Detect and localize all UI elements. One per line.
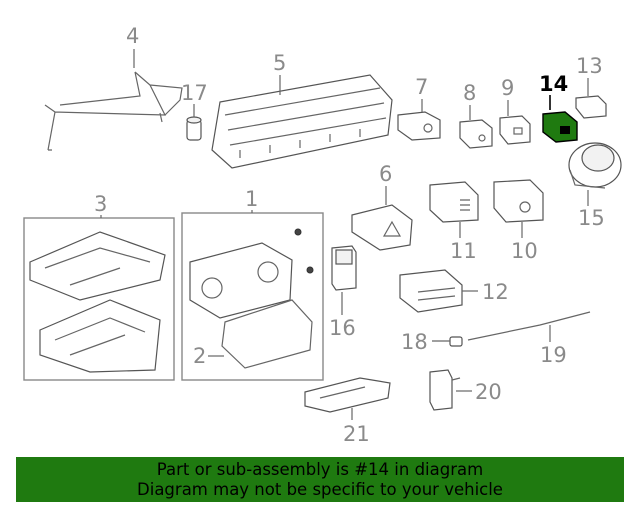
part-18-connector[interactable] (449, 336, 463, 347)
part-7-switch[interactable] (397, 111, 441, 141)
part-19-cable[interactable] (467, 311, 591, 341)
part-17-knob[interactable] (186, 116, 202, 141)
callout-15[interactable]: 15 (578, 206, 605, 230)
callout-7[interactable]: 7 (415, 75, 428, 99)
callout-13[interactable]: 13 (576, 54, 603, 78)
part-2-cluster-lens[interactable] (221, 299, 313, 369)
part-12-switch-assembly[interactable] (399, 269, 463, 313)
callout-19[interactable]: 19 (540, 343, 567, 367)
part-13-switch[interactable] (575, 95, 607, 119)
part-20-sensor[interactable] (429, 369, 461, 411)
callout-10[interactable]: 10 (511, 239, 538, 263)
callout-8[interactable]: 8 (463, 81, 476, 105)
part-1-instrument-cluster[interactable] (189, 228, 314, 319)
banner-line-2: Diagram may not be specific to your vehi… (137, 480, 503, 499)
callout-2[interactable]: 2 (193, 344, 206, 368)
callout-14[interactable]: 14 (539, 72, 568, 96)
part-4-bracket[interactable] (44, 71, 183, 151)
callout-12[interactable]: 12 (482, 280, 509, 304)
part-16-switch[interactable] (331, 245, 357, 291)
callout-3[interactable]: 3 (94, 192, 107, 216)
callout-18[interactable]: 18 (401, 330, 428, 354)
info-banner: Part or sub-assembly is #14 in diagram D… (16, 457, 624, 502)
part-6-hazard-switch[interactable] (351, 204, 413, 251)
callout-5[interactable]: 5 (273, 51, 286, 75)
callout-4[interactable]: 4 (126, 24, 139, 48)
part-10-switch[interactable] (493, 179, 544, 223)
callout-1[interactable]: 1 (245, 187, 258, 211)
part-9-switch[interactable] (499, 115, 531, 145)
part-11-switch[interactable] (429, 181, 479, 223)
part-3-group-frame (23, 217, 175, 381)
callout-9[interactable]: 9 (501, 76, 514, 100)
part-8-switch[interactable] (459, 119, 493, 149)
callout-17[interactable]: 17 (181, 81, 208, 105)
part-14-switch-highlighted[interactable] (542, 111, 578, 143)
callout-20[interactable]: 20 (475, 380, 502, 404)
banner-line-1: Part or sub-assembly is #14 in diagram (156, 460, 484, 479)
part-15-start-button[interactable] (568, 142, 622, 189)
callout-21[interactable]: 21 (343, 422, 370, 446)
callout-11[interactable]: 11 (450, 239, 477, 263)
callout-16[interactable]: 16 (329, 316, 356, 340)
part-21-tray[interactable] (304, 377, 391, 413)
parts-diagram: 4 17 5 7 8 9 14 13 (23, 24, 622, 446)
callout-6[interactable]: 6 (379, 162, 392, 186)
part-3-housing[interactable] (29, 231, 166, 373)
part-5-control-panel[interactable] (211, 74, 393, 169)
